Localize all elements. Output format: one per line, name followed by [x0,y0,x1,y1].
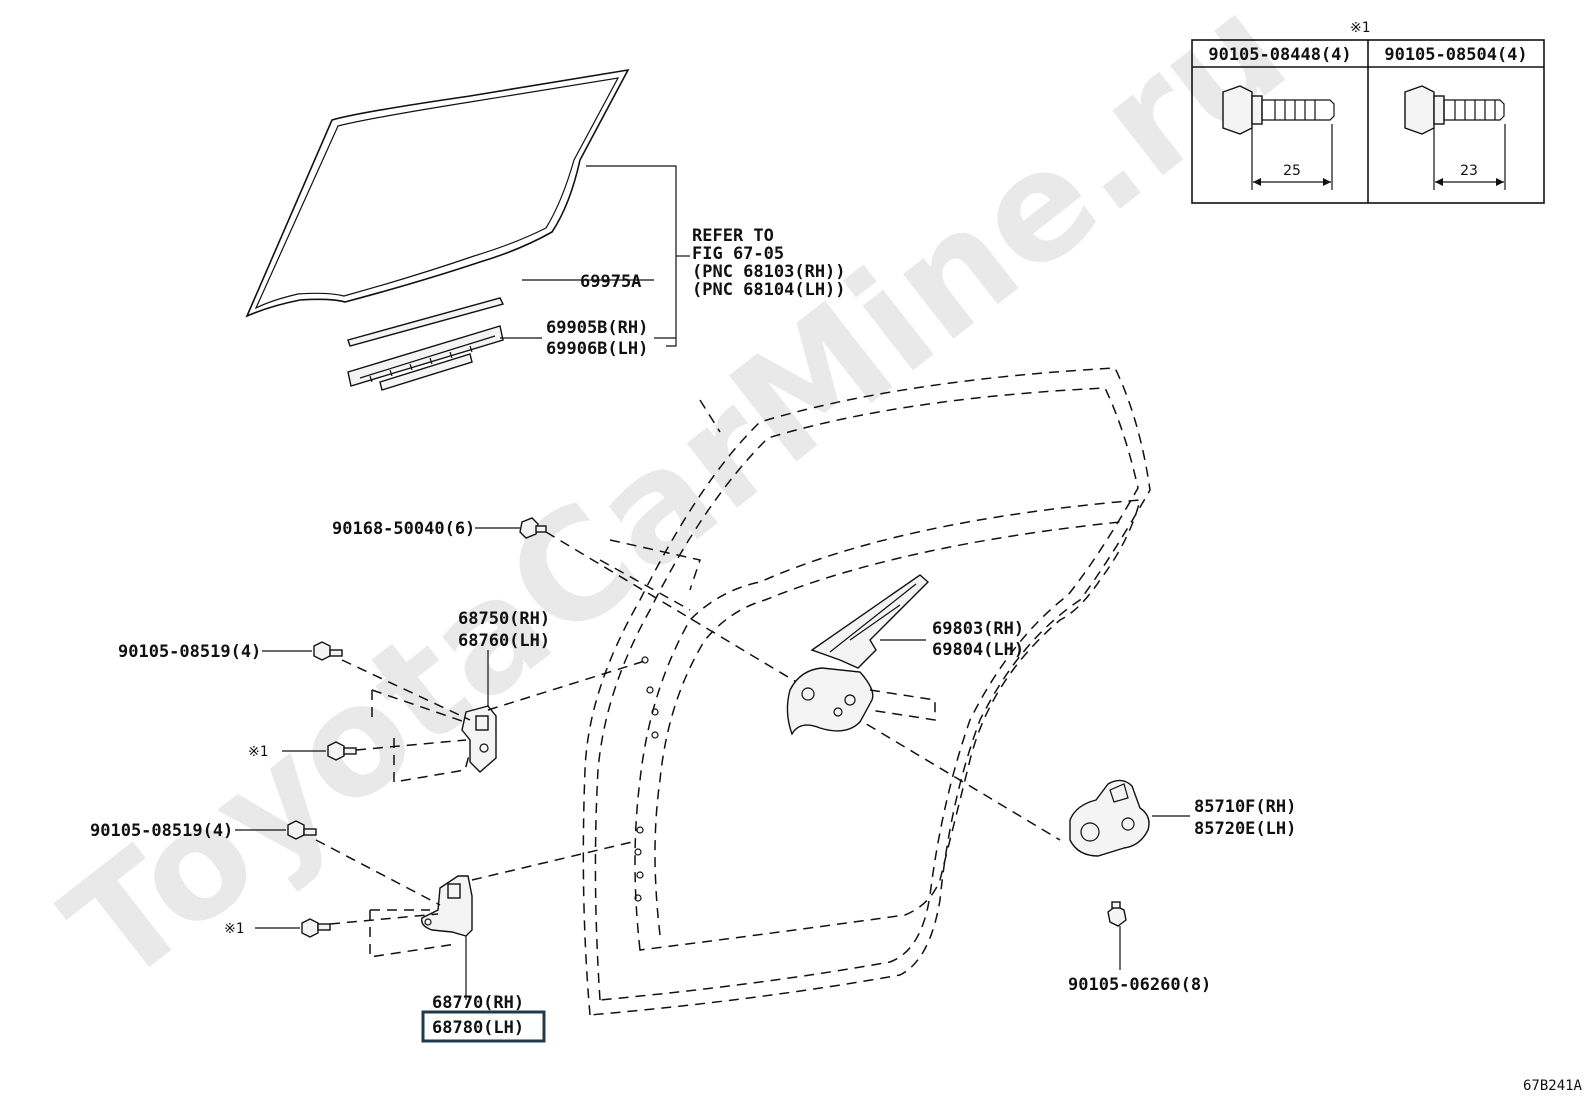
label-90105-lower: 90105-08519(4) [90,821,233,841]
lower-note-bolt [255,913,439,938]
refer-line1: REFER TO [692,226,774,246]
bolt-90105-06260 [1107,901,1127,970]
label-69975a: 69975A [580,272,641,292]
upper-hinge [371,650,649,783]
label-90105-06260: 90105-06260(8) [1068,975,1211,995]
label-69905b: 69905B(RH) [546,318,648,338]
bolt-90168 [475,517,1061,841]
refer-line3: (PNC 68103(RH)) [692,262,846,282]
label-note-upper: ※1 [248,744,268,760]
lower-hinge-bolt [235,820,441,906]
bolt-spec-table: ※1 90105-08448(4) 90105-08504(4) 25 [1191,20,1545,204]
label-90105-upper: 90105-08519(4) [118,642,261,662]
label-note-lower: ※1 [224,921,244,937]
refer-line4: (PNC 68104(LH)) [692,280,846,300]
label-68750: 68750(RH) [458,609,550,629]
label-85710f: 85710F(RH) [1194,797,1296,817]
glass-run-strips [347,297,505,391]
bolt-col1-part: 90105-08448(4) [1208,45,1351,65]
upper-hinge-bolt [262,641,471,721]
upper-note-bolt [282,739,467,761]
bolt-table-marker: ※1 [1350,20,1370,36]
label-90168: 90168-50040(6) [332,519,475,539]
label-68760: 68760(LH) [458,631,550,651]
door-hinge-holes [634,656,659,902]
label-69803: 69803(RH) [932,619,1024,639]
label-69804: 69804(LH) [932,640,1024,660]
bolt-08448-drawing: 25 [1222,85,1335,190]
bolt-08504-drawing: 23 [1404,85,1506,190]
door-glass [245,68,630,318]
label-68780[interactable]: 68780(LH) [432,1018,524,1038]
window-regulator [786,574,936,736]
bolt-08448-length: 25 [1283,163,1301,179]
refer-line2: FIG 67-05 [692,244,784,264]
glass-callouts [500,165,690,347]
highlight-box [421,1010,546,1043]
label-85720e: 85720E(LH) [1194,819,1296,839]
bolt-08504-length: 23 [1460,163,1478,179]
bolt-col2-part: 90105-08504(4) [1384,45,1527,65]
label-69906b: 69906B(LH) [546,339,648,359]
label-68770: 68770(RH) [432,993,524,1013]
figure-code: 67B241A [1523,1078,1583,1094]
lower-hinge [369,841,633,1000]
window-motor [1069,779,1190,857]
